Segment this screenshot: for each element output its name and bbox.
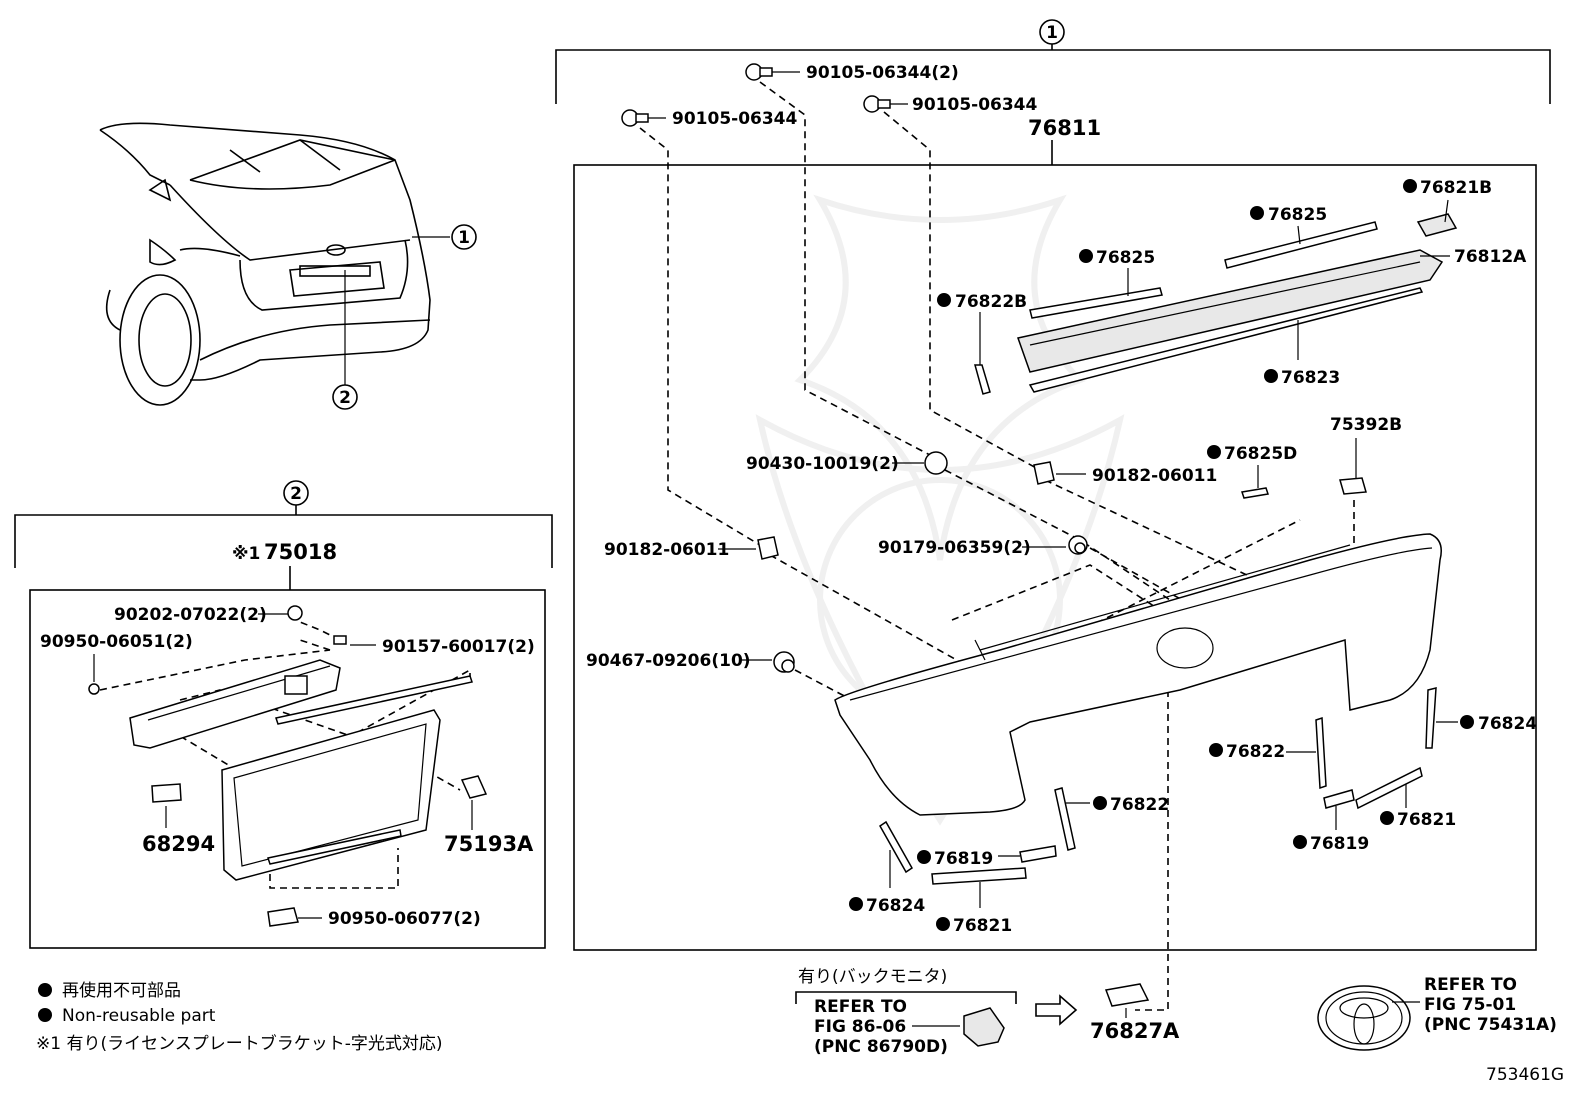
label-76825D: 76825D <box>1224 444 1297 464</box>
section-1-bracket: 1 <box>555 19 1551 104</box>
clip-76821B <box>1416 213 1458 237</box>
clip-76822B <box>974 364 991 395</box>
back-door-garnish <box>834 533 1442 816</box>
camera-header: 有り(バックモニタ) <box>798 967 947 987</box>
label-90467-09206-10: 90467-09206(10) <box>586 651 751 671</box>
label-90157-60017-2: 90157-60017(2) <box>382 637 535 657</box>
label-76823: 76823 <box>1281 368 1340 388</box>
callout-1-label: 1 <box>458 228 470 248</box>
label-90179-06359-2: 90179-06359(2) <box>878 538 1031 558</box>
label-group-top: 76821B 76825 76825 76812A 76822B 76823 <box>937 178 1527 388</box>
label-76825-a: 76825 <box>1268 205 1327 225</box>
label-76822-a: 76822 <box>1226 742 1285 762</box>
label-90950-06077-2: 90950-06077(2) <box>328 909 481 929</box>
spoiler-strip-76825 <box>1029 221 1378 319</box>
figure-id: 753461G <box>1486 1065 1564 1085</box>
label-76822-b: 76822 <box>1110 795 1169 815</box>
emblem-ref-line3: (PNC 75431A) <box>1424 1015 1557 1035</box>
label-76821-a: 76821 <box>953 916 1012 936</box>
plate-labels: 90202-07022(2) 90950-06051(2) 90157-6001… <box>40 605 535 929</box>
label-90182-06011-a: 90182-06011 <box>1092 466 1217 486</box>
toyota-emblem-icon <box>1317 985 1411 1051</box>
plate-title-number: 75018 <box>264 540 337 564</box>
label-76812A: 76812A <box>1454 247 1527 267</box>
vehicle-rear-illustration <box>99 122 450 406</box>
label-75392B: 75392B <box>1330 415 1402 435</box>
label-76819-b: 76819 <box>1310 834 1369 854</box>
label-90202-07022-2: 90202-07022(2) <box>114 605 267 625</box>
legend: 再使用不可部品 Non-reusable part ※1 有り(ライセンスプレー… <box>36 980 443 1054</box>
legend-line3: ※1 有り(ライセンスプレートブラケット-字光式対応) <box>36 1033 443 1054</box>
label-90105-06344-b: 90105-06344 <box>672 109 798 129</box>
plate-assembly <box>88 605 488 927</box>
assembly-box <box>573 164 1537 951</box>
label-76821B: 76821B <box>1420 178 1492 198</box>
label-group-right: 75392B 76825D <box>1207 415 1402 499</box>
label-group-bottom: 76824 76822 76822 76819 76821 76819 7682… <box>849 714 1537 936</box>
fastener-90182-b: 90182-06011 <box>604 536 779 560</box>
fastener-90467: 90467-09206(10) <box>586 651 795 673</box>
fastener-90182-a: 90182-06011 <box>1033 461 1217 486</box>
callout-2-car: 2 <box>332 384 358 410</box>
callout-1-car: 1 <box>451 224 477 250</box>
plate-title: ※1 75018 <box>232 540 337 590</box>
screw-90105-a: 90105-06344(2) <box>745 63 959 83</box>
legend-line2: Non-reusable part <box>62 1006 216 1026</box>
plate-title-mark: ※1 <box>232 544 260 564</box>
emblem-ref-line2: FIG 75-01 <box>1424 995 1516 1015</box>
callout-2-label: 2 <box>339 388 351 408</box>
camera-ref-line3: (PNC 86790D) <box>814 1037 948 1057</box>
label-76824-b: 76824 <box>866 896 925 916</box>
section-2-number: 2 <box>290 484 302 504</box>
camera-ref-line2: FIG 86-06 <box>814 1017 906 1037</box>
label-90950-06051-2: 90950-06051(2) <box>40 632 193 652</box>
strip-parts-bottom <box>879 687 1437 885</box>
screw-90105-c: 90105-06344 <box>863 95 1038 115</box>
fastener-90430: 90430-10019(2) <box>746 451 948 475</box>
label-90105-06344-2: 90105-06344(2) <box>806 63 959 83</box>
emblem-ref-line1: REFER TO <box>1424 975 1517 995</box>
spoiler-76812A <box>1017 249 1444 393</box>
label-76822B: 76822B <box>955 292 1027 312</box>
emblem-reference: REFER TO FIG 75-01 (PNC 75431A) <box>1317 975 1557 1051</box>
section-1-number: 1 <box>1046 23 1058 43</box>
legend-line1: 再使用不可部品 <box>62 980 181 1001</box>
label-76825-b: 76825 <box>1096 248 1155 268</box>
section-2-bracket: 2 <box>14 480 553 568</box>
label-76824-a: 76824 <box>1478 714 1537 734</box>
label-76821-b: 76821 <box>1397 810 1456 830</box>
camera-reference: 有り(バックモニタ) REFER TO FIG 86-06 (PNC 86790… <box>795 967 1180 1057</box>
screw-90105-b: 90105-06344 <box>621 109 798 129</box>
label-76811: 76811 <box>1028 116 1101 140</box>
fastener-90179: 90179-06359(2) <box>878 535 1088 558</box>
label-90182-06011-b: 90182-06011 <box>604 540 729 560</box>
label-75193A: 75193A <box>444 832 534 856</box>
label-68294: 68294 <box>142 832 215 856</box>
license-plate-box <box>29 589 546 949</box>
label-76819-a: 76819 <box>934 849 993 869</box>
label-76827A: 76827A <box>1090 1019 1180 1043</box>
camera-ref-line1: REFER TO <box>814 997 907 1017</box>
label-90430-10019-2: 90430-10019(2) <box>746 454 899 474</box>
label-90105-06344-c: 90105-06344 <box>912 95 1038 115</box>
